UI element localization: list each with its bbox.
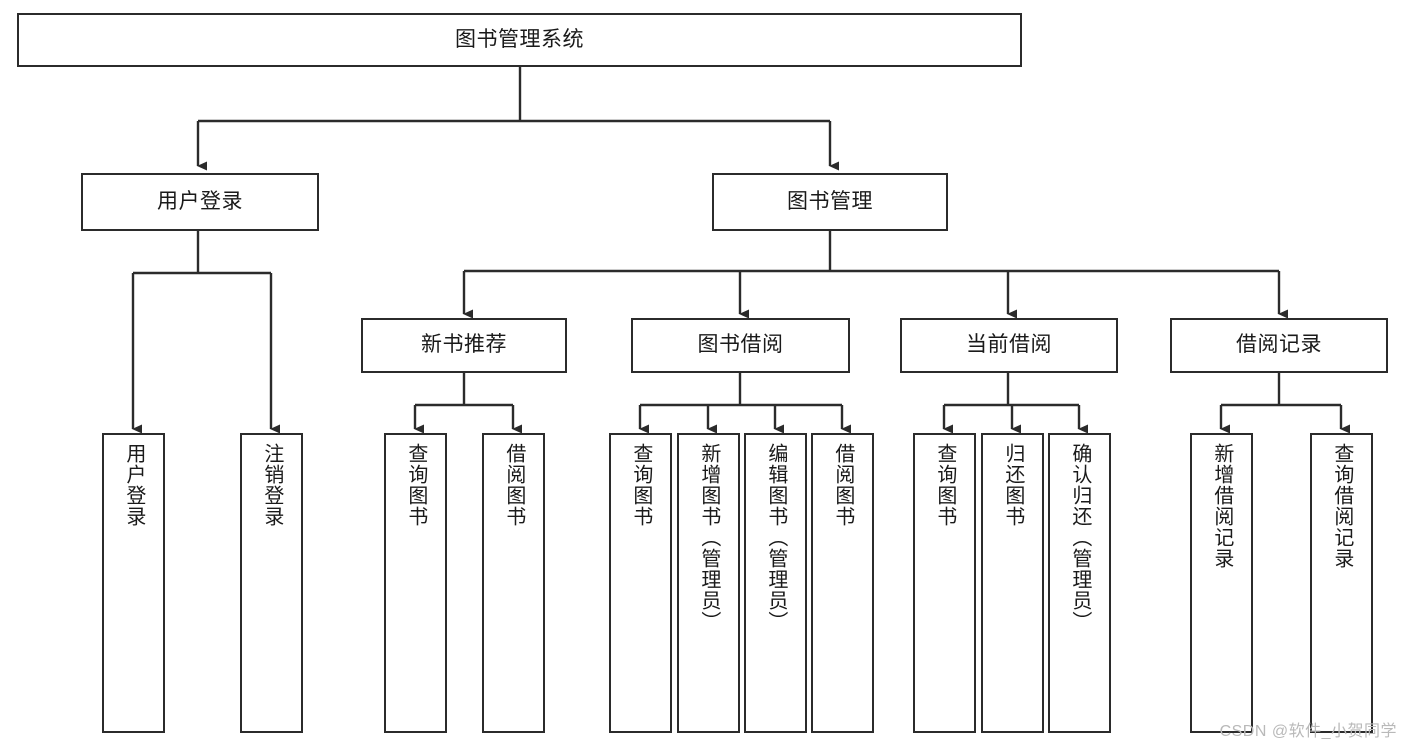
node-label: 用户登录 bbox=[122, 443, 145, 527]
node-leaf-logout[interactable]: 注销登录 bbox=[240, 433, 303, 733]
node-label: 借阅图书 bbox=[831, 443, 854, 527]
node-leaf-borrow-book-nb[interactable]: 借阅图书 bbox=[482, 433, 545, 733]
node-label: 图书管理系统 bbox=[455, 27, 584, 51]
node-leaf-query-book-nb[interactable]: 查询图书 bbox=[384, 433, 447, 733]
node-leaf-borrow-book-bb[interactable]: 借阅图书 bbox=[811, 433, 874, 733]
node-leaf-query-book-bb[interactable]: 查询图书 bbox=[609, 433, 672, 733]
node-label: 新书推荐 bbox=[421, 333, 507, 357]
node-label: 确认归还（管理员） bbox=[1068, 443, 1091, 632]
node-label: 图书管理 bbox=[787, 189, 873, 213]
node-leaf-edit-book-admin[interactable]: 编辑图书（管理员） bbox=[744, 433, 807, 733]
node-label: 新增图书（管理员） bbox=[697, 443, 720, 632]
node-label: 借阅记录 bbox=[1236, 333, 1322, 357]
node-label: 当前借阅 bbox=[966, 333, 1052, 357]
node-label: 图书借阅 bbox=[697, 333, 784, 357]
node-leaf-confirm-return-admin[interactable]: 确认归还（管理员） bbox=[1048, 433, 1111, 733]
node-label: 查询图书 bbox=[933, 443, 956, 527]
node-label: 查询图书 bbox=[629, 443, 652, 527]
node-leaf-return-book[interactable]: 归还图书 bbox=[981, 433, 1044, 733]
node-leaf-query-borrow-record[interactable]: 查询借阅记录 bbox=[1310, 433, 1373, 733]
node-label: 注销登录 bbox=[260, 443, 283, 527]
node-user-login[interactable]: 用户登录 bbox=[81, 173, 319, 231]
node-leaf-add-borrow-record[interactable]: 新增借阅记录 bbox=[1190, 433, 1253, 733]
node-label: 查询图书 bbox=[404, 443, 427, 527]
node-label: 归还图书 bbox=[1001, 443, 1024, 527]
node-book-management[interactable]: 图书管理 bbox=[712, 173, 948, 231]
node-leaf-query-book-cb[interactable]: 查询图书 bbox=[913, 433, 976, 733]
node-book-borrow[interactable]: 图书借阅 bbox=[631, 318, 850, 373]
node-leaf-add-book-admin[interactable]: 新增图书（管理员） bbox=[677, 433, 740, 733]
node-new-book-recommend[interactable]: 新书推荐 bbox=[361, 318, 567, 373]
node-borrow-record[interactable]: 借阅记录 bbox=[1170, 318, 1388, 373]
node-label: 借阅图书 bbox=[502, 443, 525, 527]
node-label: 新增借阅记录 bbox=[1210, 443, 1233, 569]
node-label: 编辑图书（管理员） bbox=[764, 443, 787, 632]
watermark: CSDN @软件_小贺同学 bbox=[1219, 723, 1397, 740]
node-label: 查询借阅记录 bbox=[1330, 443, 1353, 569]
node-leaf-user-login[interactable]: 用户登录 bbox=[102, 433, 165, 733]
node-root-book-management-system[interactable]: 图书管理系统 bbox=[17, 13, 1022, 67]
node-current-borrow[interactable]: 当前借阅 bbox=[900, 318, 1118, 373]
node-label: 用户登录 bbox=[157, 189, 243, 213]
